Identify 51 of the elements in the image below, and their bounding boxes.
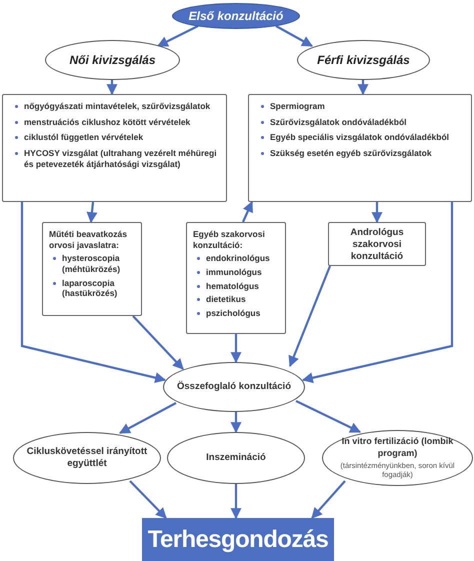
arrow — [296, 400, 361, 433]
node-label: Összefoglaló konzultáció — [176, 381, 292, 393]
arrow — [311, 480, 346, 519]
arrow — [157, 25, 198, 47]
list-box — [2, 94, 227, 202]
arrow — [106, 80, 118, 96]
arrow — [119, 402, 177, 434]
node-label: Inszemináció — [205, 452, 267, 464]
list-item: immunológus — [206, 266, 262, 278]
node-label: Andrológus szakorvosi konzultáció — [349, 227, 405, 263]
list-item: Szükség esetén egyéb szűrővizsgálatok — [270, 148, 432, 158]
node-title: Terhesgondozás — [148, 524, 328, 554]
node-label: In vitro fertilizáció (lombik program) — [340, 436, 454, 459]
arrow — [230, 412, 242, 434]
arrow — [86, 202, 98, 224]
node-title: Női kivizsgálás — [69, 52, 156, 69]
arrow — [230, 484, 242, 520]
list-item: ciklustól független vérvételek — [24, 132, 144, 143]
list-box — [248, 94, 472, 202]
arrow — [288, 266, 332, 368]
list-item: HYCOSY vizsgálat (ultrahang vezérelt méhüregi és petevezeték átjárhatósági vizsgálat) — [24, 148, 218, 170]
list-item: pszichológus — [206, 308, 260, 318]
node-title: Férfi kivizsgálás — [317, 52, 410, 69]
list-item: menstruációs ciklushoz kötött vérvételek — [24, 116, 190, 128]
node-label: Cikluskövetéssel irányított együttlét — [26, 446, 148, 470]
arrow — [358, 80, 368, 96]
list-item: endokrinológus — [206, 253, 270, 264]
arrow — [275, 25, 313, 47]
list-item: Spermiogram — [270, 101, 325, 112]
arrow — [20, 202, 166, 384]
list-item: hysteroscopia (méhtükrözés) — [62, 253, 122, 274]
list-item: dietetikus — [206, 294, 246, 305]
end-box — [142, 518, 334, 561]
arrow — [242, 201, 253, 222]
list-heading: Egyéb szakorvosi konzultáció: — [193, 229, 266, 250]
arrow — [129, 480, 167, 519]
node-title: Első konzultáció — [188, 8, 284, 25]
arrow — [132, 315, 184, 370]
list-box — [186, 222, 286, 334]
list-item: hematológus — [206, 280, 259, 292]
arrow — [230, 334, 242, 364]
list-box — [42, 222, 142, 316]
list-heading: Műtéti beavatkozás orvosi javaslatra: — [49, 229, 128, 250]
list-item: Egyéb speciális vizsgálatok ondóváladékból — [270, 132, 450, 143]
arrow — [372, 202, 382, 224]
list-item: nőgyógyászati mintavételek, szűrővizsgálatok — [24, 101, 210, 112]
list-item: Szűrővizsgálatok ondóváladékból — [270, 116, 407, 128]
list-item: laparoscopia (hastükrözés) — [62, 278, 118, 299]
process-box — [328, 222, 426, 266]
arrow — [302, 202, 454, 384]
process-ellipse — [163, 362, 305, 412]
